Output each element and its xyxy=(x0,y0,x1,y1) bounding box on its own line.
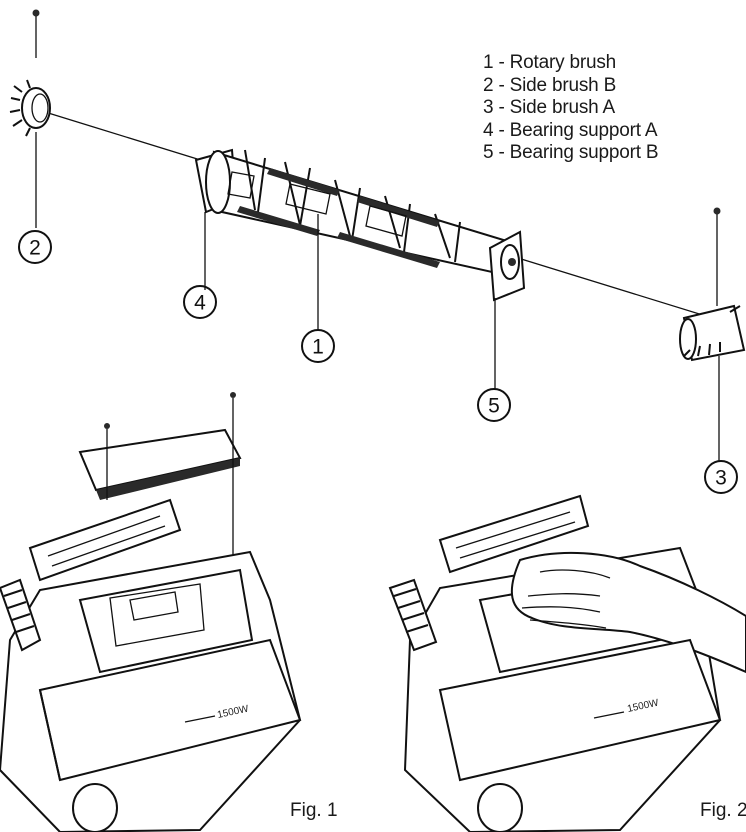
hose-2 xyxy=(388,578,438,652)
parts-legend: 1 - Rotary brush 2 - Side brush B 3 - Si… xyxy=(483,52,659,165)
legend-item-side-brush-a: 3 - Side brush A xyxy=(483,97,615,118)
legend-item-bearing-support-b: 5 - Bearing support B xyxy=(483,142,659,163)
legend-item-bearing-support-a: 4 - Bearing support A xyxy=(483,119,658,141)
svg-text:5: 5 xyxy=(488,395,500,418)
side-brush-a xyxy=(679,304,746,362)
screw-top-left xyxy=(32,9,40,58)
wheel-2 xyxy=(477,783,523,832)
callout-4: 4 xyxy=(183,285,217,319)
figure-1-caption: Fig. 1 xyxy=(290,800,338,821)
callout-leaders xyxy=(35,132,720,462)
callout-3: 3 xyxy=(704,460,738,494)
legend-item-rotary-brush: 1 - Rotary brush xyxy=(483,52,617,73)
hose xyxy=(0,578,42,652)
legend-item-side-brush-b: 2 - Side brush B xyxy=(483,74,617,96)
figure-2-vacuum: 1500W xyxy=(388,494,746,832)
figure-2-caption: Fig. 2 xyxy=(700,800,746,821)
callout-1: 1 xyxy=(301,329,335,363)
screw-top-right xyxy=(713,207,721,306)
svg-text:4: 4 xyxy=(194,292,206,315)
rotary-brush xyxy=(194,148,526,302)
figure-1-vacuum: 1500W xyxy=(0,392,302,832)
callout-5: 5 xyxy=(477,388,511,422)
svg-text:1: 1 xyxy=(312,336,324,359)
wheel xyxy=(72,783,118,832)
callout-2: 2 xyxy=(18,230,52,264)
svg-text:2: 2 xyxy=(29,237,41,260)
svg-text:3: 3 xyxy=(715,467,727,490)
side-brush-b xyxy=(9,79,51,137)
